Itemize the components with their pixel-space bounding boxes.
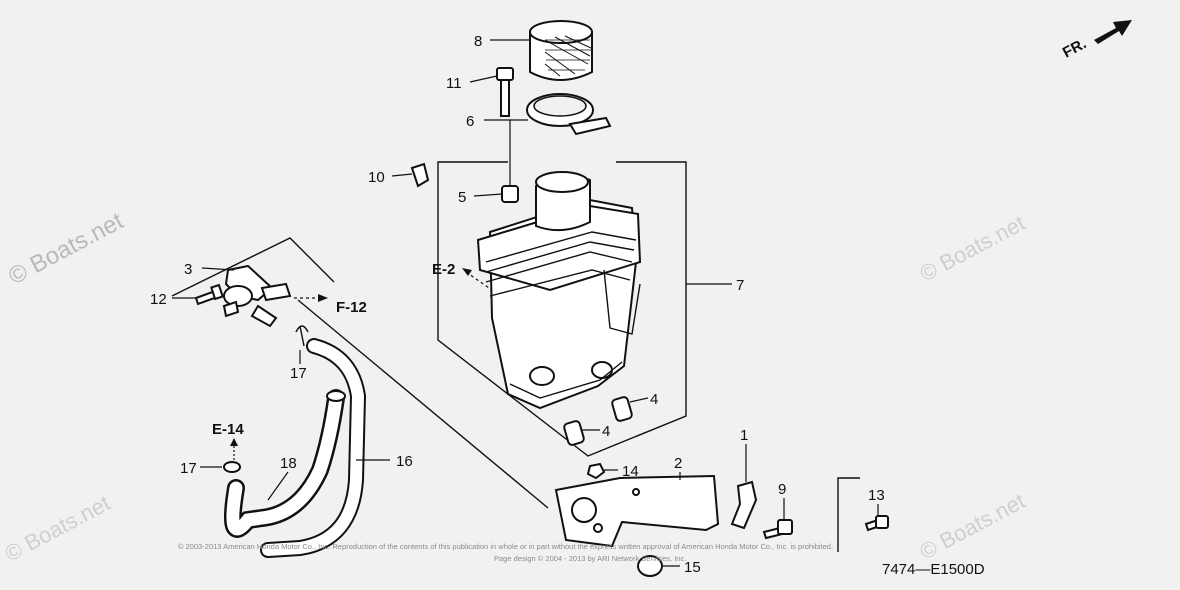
label-part-17b: 17 [180, 460, 197, 477]
label-part-5: 5 [458, 189, 466, 206]
hose-group-line [297, 299, 549, 509]
bolt-part-9 [762, 519, 793, 540]
ref-e14: E-14 [212, 421, 244, 438]
leader-lines [172, 39, 879, 567]
copyright-line-2: Page design © 2004 - 2013 by ARI Network… [494, 554, 686, 563]
label-part-4b: 4 [602, 423, 610, 440]
label-part-10: 10 [368, 169, 385, 186]
watermark-left: © Boats.net [4, 207, 128, 290]
label-part-7: 7 [736, 277, 744, 294]
watermark-bottom-right: © Boats.net [916, 488, 1030, 564]
tank-group-outline [437, 161, 687, 457]
fuel-tank-part [476, 171, 642, 410]
cushion-part-4a [611, 396, 633, 422]
cushion-part-4b [563, 420, 585, 446]
band-part [526, 93, 612, 136]
label-part-1: 1 [740, 427, 748, 444]
clamp-part-1 [730, 480, 758, 530]
label-part-11: 11 [446, 75, 462, 92]
label-part-13: 13 [868, 487, 885, 504]
label-part-9: 9 [778, 481, 786, 498]
bracket-part [554, 474, 720, 548]
label-part-8: 8 [474, 33, 482, 50]
label-part-6: 6 [466, 113, 474, 130]
label-part-12: 12 [150, 291, 167, 308]
valve-group-outline [171, 237, 335, 297]
nut-part-14 [586, 462, 606, 480]
copyright-line-1: © 2003-2013 American Honda Motor Co., In… [178, 542, 833, 551]
hose-end [326, 390, 346, 402]
cushion-part-5 [501, 185, 519, 203]
reference-arrows [230, 268, 493, 460]
part-13-box [837, 477, 860, 552]
fuel-valve-part [222, 264, 292, 328]
diagram-code: 7474—E1500D [882, 561, 985, 578]
label-part-2: 2 [674, 455, 682, 472]
watermark-bottom-left: © Boats.net [1, 490, 115, 566]
fr-label: FR. [1060, 35, 1089, 61]
label-part-4a: 4 [650, 391, 658, 408]
bolt-part-11 [496, 67, 514, 117]
screw-part-12 [194, 283, 224, 306]
label-part-16: 16 [396, 453, 413, 470]
label-part-18: 18 [280, 455, 297, 472]
fuel-strainer-part [529, 20, 593, 81]
ref-f12: F-12 [336, 299, 367, 316]
label-part-17a: 17 [290, 365, 307, 382]
bolt-part-13 [864, 515, 889, 532]
clip-part-10 [410, 162, 430, 188]
ref-e2: E-2 [432, 261, 455, 278]
watermark-right: © Boats.net [916, 210, 1030, 286]
front-direction-indicator: FR. [1060, 20, 1132, 62]
clip-part-17a [295, 325, 309, 347]
label-part-3: 3 [184, 261, 192, 278]
label-part-14: 14 [622, 463, 639, 480]
clip-part-17b [223, 461, 241, 473]
fr-arrow-icon [1094, 20, 1132, 44]
label-part-15: 15 [684, 559, 701, 576]
